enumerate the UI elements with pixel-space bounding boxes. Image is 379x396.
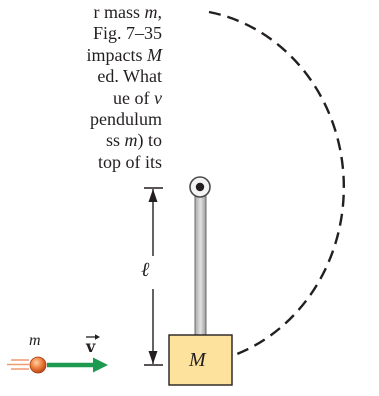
length-dimension	[144, 187, 163, 366]
velocity-overarrow-head	[95, 334, 100, 340]
text-line-2: Fig. 7–35	[92, 23, 162, 44]
text-line-7: ss m) to	[105, 130, 162, 151]
velocity-label: v	[86, 337, 96, 356]
block-M	[168, 334, 233, 386]
bullet-mass-label: m	[29, 332, 41, 349]
text-line-8: top of its	[97, 151, 162, 172]
bullet-motion-lines	[7, 359, 29, 370]
inline-v: v	[154, 87, 162, 108]
text-line-3: impacts M	[86, 44, 163, 65]
inline-m-2: m	[124, 130, 138, 151]
text-line-1: r mass m,	[93, 2, 163, 22]
inline-m: m	[144, 2, 158, 22]
text-line-5: ue of v	[113, 87, 162, 108]
problem-text-fragment: r mass m, Fig. 7–35 impacts M ed. What u…	[0, 2, 163, 173]
text-line-4: ed. What	[97, 66, 162, 87]
inline-M: M	[147, 44, 162, 65]
velocity-arrow	[47, 357, 108, 373]
text-line-6: pendulum	[90, 109, 162, 130]
pendulum-rod	[194, 192, 207, 337]
swing-path-dashed-arc	[208, 10, 345, 356]
length-label: ℓ	[141, 259, 150, 281]
block-mass-label: M	[189, 349, 206, 371]
pivot-icon	[189, 176, 211, 198]
bullet-m	[29, 356, 47, 374]
